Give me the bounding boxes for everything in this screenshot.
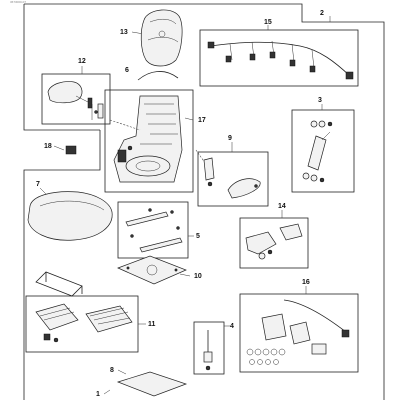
callout-18: 18	[44, 143, 52, 150]
callout-14: 14	[278, 203, 286, 210]
callout-3: 3	[318, 97, 322, 104]
header-ref: 3673000-07	[10, 0, 26, 4]
seat-cushion	[27, 191, 113, 241]
leader-8	[117, 369, 127, 375]
box-item-9	[197, 151, 269, 207]
callout-4: 4	[230, 323, 234, 330]
assembly-outline-left	[23, 4, 100, 131]
callout-6: 6	[125, 67, 129, 74]
adjuster-item-4	[203, 330, 213, 371]
plate-item-8	[116, 371, 188, 397]
box-item-17	[104, 89, 194, 193]
switch-item-18	[65, 145, 77, 155]
box-item-3	[291, 109, 355, 193]
callout-15: 15	[264, 19, 272, 26]
callout-11: 11	[148, 321, 156, 328]
callout-9: 9	[228, 135, 232, 142]
callout-12: 12	[78, 58, 86, 65]
assembly-outline-lower	[23, 130, 101, 400]
callout-8: 8	[110, 367, 114, 374]
bracket-assembly-14	[245, 223, 303, 260]
lever-item-9	[203, 157, 261, 199]
shock-absorber	[302, 120, 333, 183]
callout-1: 1	[96, 391, 100, 398]
slide-rails	[125, 208, 183, 253]
suspension-unit	[35, 303, 133, 343]
callout-16: 16	[302, 279, 310, 286]
leader-1	[103, 389, 111, 395]
callout-2: 2	[320, 10, 324, 17]
callout-5: 5	[196, 233, 200, 240]
headrest	[140, 9, 183, 67]
callout-7: 7	[36, 181, 40, 188]
assembly-outline-top	[24, 3, 385, 400]
callout-10: 10	[194, 273, 202, 280]
leader-17	[184, 117, 194, 121]
leader-10	[179, 273, 191, 277]
cable-item-6	[137, 71, 179, 81]
wire-frame	[35, 271, 83, 297]
wiring-harness	[207, 40, 354, 80]
armrest	[47, 81, 104, 120]
base-plate	[117, 255, 187, 285]
leader-18	[53, 145, 65, 151]
box-item-14	[239, 217, 309, 269]
callout-13: 13	[120, 29, 128, 36]
box-item-12	[41, 73, 111, 125]
box-item-16	[239, 293, 359, 373]
box-item-15	[199, 29, 359, 87]
box-item-4	[193, 321, 225, 375]
callout-17: 17	[198, 117, 206, 124]
backrest-frame	[113, 95, 183, 183]
repair-kit-16	[246, 299, 350, 365]
